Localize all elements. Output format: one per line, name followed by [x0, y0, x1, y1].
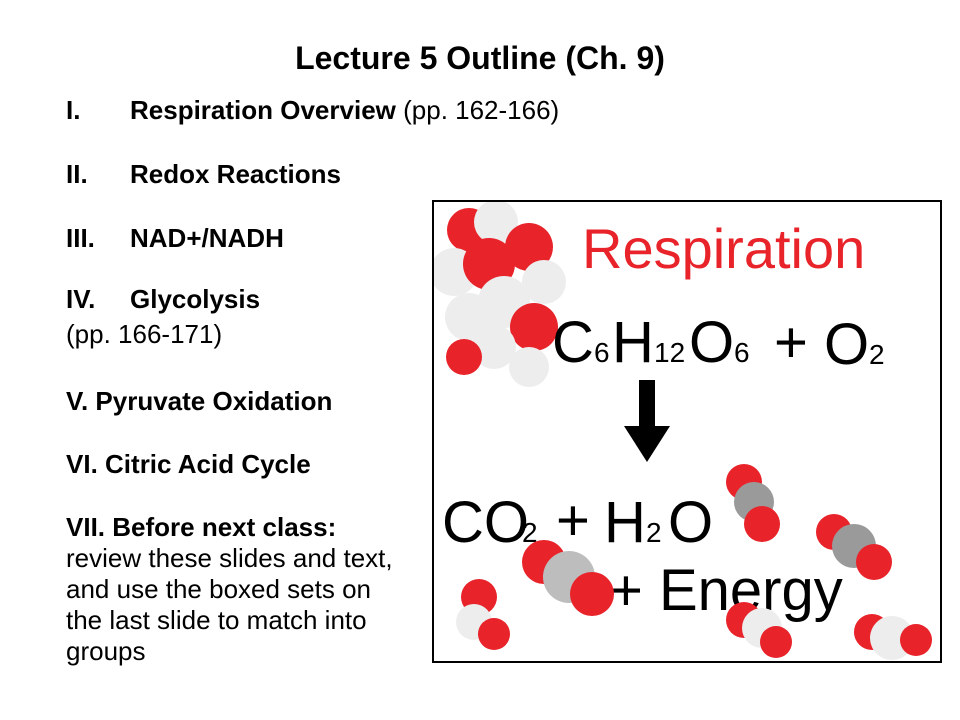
outline-label: Redox Reactions [130, 159, 341, 189]
outline-number: I. [66, 95, 81, 125]
respiration-figure: Respiration C 6 H 12 O 6 + O 2 CO 2 + H … [432, 200, 942, 663]
outline-label: Pyruvate Oxidation [95, 386, 333, 416]
oxygen-sub: 2 [869, 339, 885, 370]
product-co-sub: 2 [522, 517, 538, 548]
outline-number: II. [66, 159, 88, 189]
product-co: CO [442, 490, 529, 555]
h2o-molecule-icon [854, 614, 932, 660]
co2-molecule-icon [522, 540, 614, 616]
outline-number: V. [66, 386, 89, 416]
outline-item-6: VI. Citric Acid Cycle [66, 449, 311, 480]
outline-label: Before next class: [112, 512, 337, 542]
energy-label: + Energy [609, 558, 843, 623]
outline-label: NAD+/NADH [130, 223, 284, 253]
reactant-h-sub: 12 [654, 337, 685, 368]
outline-label: Glycolysis [130, 284, 261, 314]
product-o: O [668, 490, 713, 555]
slide-title: Lecture 5 Outline (Ch. 9) [295, 40, 665, 76]
outline-number: IV. [66, 284, 96, 314]
outline-item-2: II. Redox Reactions [66, 159, 341, 190]
oxygen-o: O [824, 312, 869, 377]
outline-item-5: V. Pyruvate Oxidation [66, 386, 332, 417]
reactant-o-sub: 6 [734, 337, 750, 368]
outline-item-3: III. NAD+/NADH [66, 223, 284, 254]
outline-detail: (pp. 162-166) [395, 95, 560, 125]
outline-number: VII. [66, 512, 106, 542]
figure-heading: Respiration [582, 217, 865, 280]
h2o-molecule-icon [456, 579, 510, 650]
outline-number: III. [66, 223, 95, 253]
glucose-molecule-icon [434, 202, 566, 387]
outline-item-7: VII. Before next class: review these sli… [66, 512, 406, 667]
co2-molecule-icon [816, 514, 892, 580]
reactants-formula: C 6 H 12 O 6 + O 2 [552, 310, 885, 377]
co2-molecule-icon [726, 464, 780, 542]
respiration-illustration: Respiration C 6 H 12 O 6 + O 2 CO 2 + H … [434, 202, 932, 660]
reactant-o: O [689, 310, 734, 375]
plus-sign: + [556, 488, 590, 553]
h2o-molecule-icon [726, 602, 792, 658]
outline-number: VI. [66, 449, 98, 479]
molecules-icon [456, 464, 932, 660]
product-h: H [604, 490, 646, 555]
outline-label: Respiration Overview [130, 95, 396, 125]
outline-label: Citric Acid Cycle [105, 449, 311, 479]
plus-sign: + [774, 310, 808, 375]
products-formula: CO 2 + H 2 O + Energy [442, 488, 843, 623]
product-h-sub: 2 [646, 517, 662, 548]
outline-item-4-pages: (pp. 166-171) [66, 319, 223, 349]
reactant-h: H [612, 310, 654, 375]
reactant-c: C [552, 310, 594, 375]
reaction-arrow-icon [624, 380, 670, 462]
reactant-c-sub: 6 [594, 337, 610, 368]
outline-item-7-body: review these slides and text, and use th… [66, 543, 393, 666]
outline-item-1: I. Respiration Overview (pp. 162-166) [66, 95, 559, 126]
outline-item-4: IV. Glycolysis [66, 284, 260, 315]
